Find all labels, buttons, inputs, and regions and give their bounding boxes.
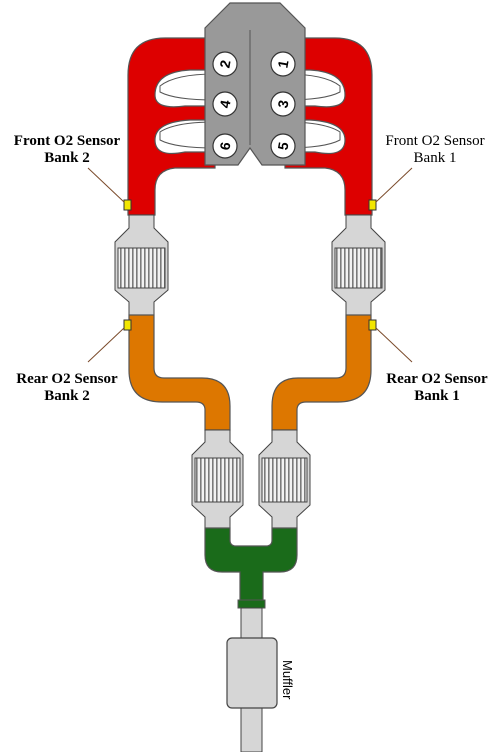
o2-sensor-front-bank2 xyxy=(123,199,132,211)
cylinder-number: 3 xyxy=(274,99,291,110)
o2-sensor-rear-bank1 xyxy=(368,319,377,331)
catalytic-converter-bank1-lower xyxy=(258,429,311,529)
svg-text:Bank 2: Bank 2 xyxy=(44,388,89,404)
label-rear-o2-bank2: Rear O2 Sensor Bank 2 xyxy=(16,371,118,404)
leader-rear-bank2 xyxy=(87,327,125,363)
o2-sensor-front-bank1 xyxy=(368,199,377,211)
y-pipe xyxy=(204,527,298,609)
label-rear-o2-bank1: Rear O2 Sensor Bank 1 xyxy=(386,371,488,404)
muffler-label: Muffler xyxy=(280,660,295,700)
cylinder-number: 5 xyxy=(274,141,291,152)
cylinder-number: 6 xyxy=(216,141,233,152)
svg-text:Rear O2 Sensor: Rear O2 Sensor xyxy=(386,371,488,387)
engine-block xyxy=(204,2,306,166)
cylinder-number: 2 xyxy=(216,59,233,70)
cylinder-number: 1 xyxy=(274,59,291,70)
catalytic-converter-bank2-lower xyxy=(191,429,244,529)
cylinder-right-1: 1 xyxy=(270,51,296,77)
cylinder-number: 4 xyxy=(216,99,233,110)
muffler: Muffler xyxy=(226,637,295,709)
svg-text:Bank 2: Bank 2 xyxy=(44,150,89,166)
catalytic-converter-bank1-upper xyxy=(331,214,386,316)
leader-rear-bank1 xyxy=(375,327,413,363)
cylinder-right-2: 3 xyxy=(270,91,296,117)
svg-text:Bank 1: Bank 1 xyxy=(414,150,457,166)
label-front-o2-bank2: Front O2 Sensor Bank 2 xyxy=(14,133,121,166)
leader-front-bank2 xyxy=(87,167,125,203)
label-front-o2-bank1: Front O2 Sensor Bank 1 xyxy=(385,133,484,166)
svg-text:Front O2 Sensor: Front O2 Sensor xyxy=(14,133,121,149)
cylinder-left-3: 6 xyxy=(212,133,238,159)
mid-pipe-bank2 xyxy=(128,314,231,431)
o2-sensor-rear-bank2 xyxy=(123,319,132,331)
svg-text:Bank 1: Bank 1 xyxy=(414,388,459,404)
svg-text:Rear O2 Sensor: Rear O2 Sensor xyxy=(16,371,118,387)
catalytic-converter-bank2-upper xyxy=(114,214,169,316)
leader-front-bank1 xyxy=(375,167,413,203)
cylinder-left-2: 4 xyxy=(212,91,238,117)
cylinder-left-1: 2 xyxy=(212,51,238,77)
svg-text:Front O2 Sensor: Front O2 Sensor xyxy=(385,133,484,149)
cylinder-right-3: 5 xyxy=(270,133,296,159)
exhaust-manifold-bank2 xyxy=(127,37,216,216)
mid-pipe-bank1 xyxy=(271,314,372,431)
